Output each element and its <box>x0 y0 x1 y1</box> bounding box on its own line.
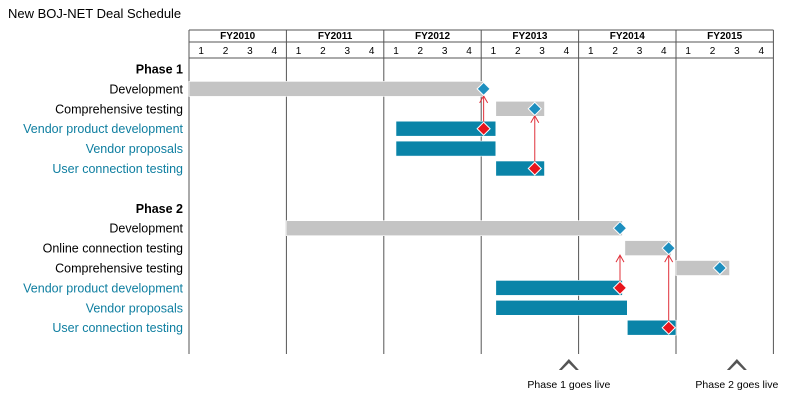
task-bar <box>395 120 497 137</box>
quarter-label: 3 <box>247 46 253 57</box>
milestone-diamond <box>476 81 491 97</box>
quarter-label: 4 <box>466 46 472 57</box>
task-label: Vendor proposals <box>86 142 183 156</box>
quarter-label: 2 <box>612 46 618 57</box>
timeline-header: FY2010 1 2 3 4 FY2011 1 2 3 4 FY2012 1 2 3 4 FY2013 1 2 3 4… <box>198 31 764 57</box>
fiscal-year-label: FY2015 <box>707 31 742 42</box>
milestone-diamond <box>712 260 728 276</box>
go-live-chevron-icon <box>558 359 579 370</box>
milestone-diamond <box>612 220 628 236</box>
milestones <box>476 81 728 335</box>
quarter-label: 1 <box>588 46 594 57</box>
quarter-label: 1 <box>685 46 691 57</box>
task-bar <box>286 220 623 236</box>
task-bar <box>188 81 484 97</box>
quarter-label: 1 <box>393 46 399 57</box>
fiscal-year-label: FY2011 <box>318 31 353 42</box>
go-live-label: Phase 2 goes live <box>695 379 778 391</box>
milestone-diamond <box>476 121 491 136</box>
task-label: Comprehensive testing <box>55 102 183 116</box>
go-live-label: Phase 1 goes live <box>527 379 610 391</box>
task-bar <box>675 260 730 276</box>
quarter-label: 1 <box>198 46 204 57</box>
fiscal-year-label: FY2014 <box>610 31 645 42</box>
task-bars <box>188 81 730 336</box>
milestone-diamond <box>527 101 542 117</box>
quarter-label: 4 <box>564 46 570 57</box>
task-label: Vendor product development <box>23 281 183 295</box>
quarter-label: 4 <box>369 46 375 57</box>
quarter-label: 2 <box>515 46 521 57</box>
quarter-label: 2 <box>320 46 326 57</box>
quarter-label: 3 <box>539 46 545 57</box>
task-label: Development <box>109 222 183 236</box>
quarter-label: 2 <box>710 46 716 57</box>
fiscal-year-label: FY2010 <box>220 31 255 42</box>
phase-heading: Phase 1 <box>136 63 183 77</box>
dependency-arrows <box>479 94 674 322</box>
quarter-label: 1 <box>296 46 302 57</box>
quarter-label: 3 <box>344 46 350 57</box>
task-label: Vendor product development <box>23 122 183 136</box>
quarter-label: 1 <box>491 46 497 57</box>
task-bar <box>626 319 677 336</box>
timeline-grid <box>188 29 774 354</box>
quarter-label: 3 <box>637 46 643 57</box>
quarter-label: 4 <box>758 46 764 57</box>
chart-title: New BOJ-NET Deal Schedule <box>8 6 181 21</box>
go-live-markers: Phase 1 goes live Phase 2 goes live <box>527 359 778 391</box>
task-label: Comprehensive testing <box>55 262 183 276</box>
dependency-arrowhead <box>615 254 625 263</box>
task-label: Development <box>109 82 183 96</box>
task-bar <box>395 140 497 157</box>
task-label: User connection testing <box>52 321 183 335</box>
task-bar <box>495 280 623 296</box>
task-label: User connection testing <box>52 162 183 176</box>
quarter-label: 4 <box>271 46 277 57</box>
go-live-chevron-icon <box>726 359 747 370</box>
fiscal-year-label: FY2013 <box>512 31 547 42</box>
task-label: Vendor proposals <box>86 301 183 315</box>
fiscal-year-label: FY2012 <box>415 31 450 42</box>
quarter-label: 2 <box>418 46 424 57</box>
quarter-label: 3 <box>442 46 448 57</box>
quarter-label: 3 <box>734 46 740 57</box>
phase-heading: Phase 2 <box>136 202 183 216</box>
milestone-diamond <box>661 320 676 335</box>
milestone-diamond <box>527 161 542 176</box>
quarter-label: 4 <box>661 46 667 57</box>
milestone-diamond <box>661 240 676 256</box>
quarter-label: 2 <box>223 46 229 57</box>
task-bar <box>495 299 628 316</box>
task-label: Online connection testing <box>43 242 183 256</box>
milestone-diamond <box>612 280 628 296</box>
